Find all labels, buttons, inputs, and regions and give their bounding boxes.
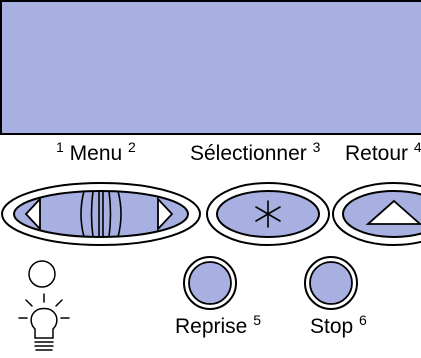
return-number: 4: [413, 139, 421, 155]
indicator-light: [18, 260, 70, 351]
triangle-up-icon: [365, 199, 421, 225]
menu-label: 1 Menu 2: [56, 139, 136, 166]
stop-label-text: Stop: [310, 315, 354, 338]
lcd-display: [0, 0, 421, 135]
menu-left-number: 1: [56, 139, 64, 155]
stop-label: Stop 6: [310, 312, 367, 339]
menu-right-button[interactable]: [157, 196, 174, 232]
triangle-left-icon: [24, 196, 41, 232]
indicator-light-icon: [18, 293, 70, 351]
return-button[interactable]: [331, 180, 421, 248]
go-number: 5: [253, 312, 262, 328]
select-label: Sélectionner 3: [190, 139, 321, 166]
stop-button[interactable]: [303, 255, 359, 311]
go-button[interactable]: [182, 255, 238, 311]
stop-number: 6: [359, 312, 367, 328]
select-button[interactable]: [205, 180, 331, 248]
return-label-text: Retour: [345, 142, 409, 165]
indicator-lamp: [28, 260, 56, 288]
select-number: 3: [312, 139, 321, 155]
triangle-right-icon: [157, 196, 174, 232]
menu-right-number: 2: [128, 139, 136, 155]
menu-label-text: Menu: [69, 142, 123, 165]
menu-button[interactable]: [0, 180, 205, 248]
select-label-text: Sélectionner: [190, 142, 307, 165]
go-label-text: Reprise: [175, 315, 248, 338]
return-label: Retour 4: [345, 139, 421, 166]
asterisk-icon: [255, 200, 281, 228]
go-label: Reprise 5: [175, 312, 262, 339]
menu-left-button[interactable]: [24, 196, 41, 232]
menu-rocker-ridges: [80, 190, 122, 238]
lcd-screen: [0, 0, 421, 135]
